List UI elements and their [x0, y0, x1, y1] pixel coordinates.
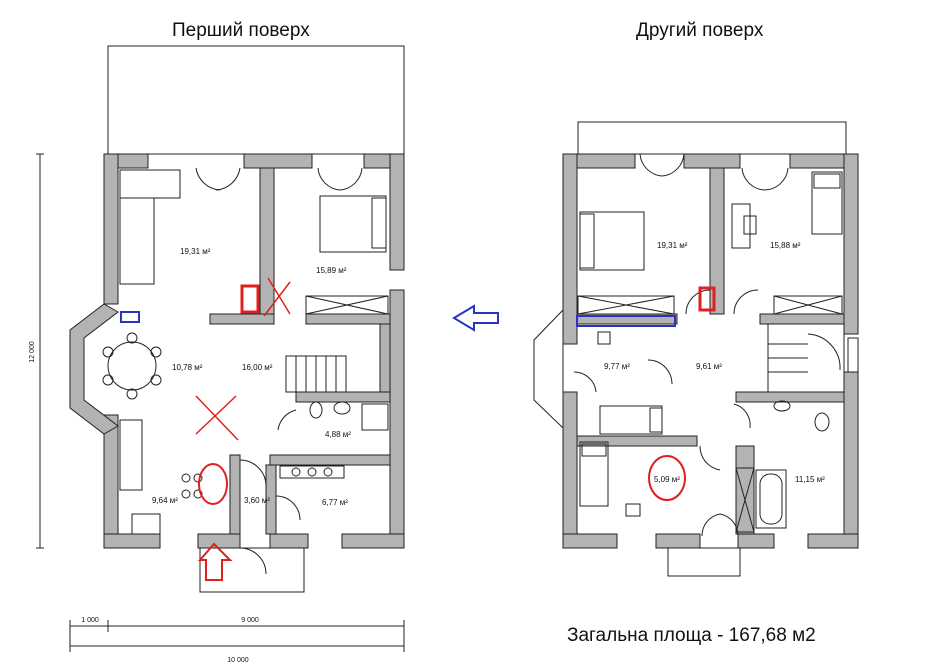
- room-area: 15,88 м²: [770, 241, 801, 250]
- room-area: 4,88 м²: [325, 430, 351, 439]
- terrace-outline: [107, 45, 405, 155]
- balcony-outline: [577, 121, 847, 155]
- room-area: 16,00 м²: [242, 363, 273, 372]
- first-floor-title: Перший поверх: [172, 20, 310, 41]
- dim-outer-width: 10 000: [227, 657, 249, 664]
- room-area: 6,77 м²: [322, 498, 348, 507]
- room-area: 19,31 м²: [180, 247, 211, 256]
- first-floor-area-labels: 19,31 м² 15,89 м² 10,78 м² 16,00 м² 4,88…: [152, 247, 351, 507]
- room-area: 11,15 м²: [795, 475, 825, 484]
- dim-height: 12 000: [29, 341, 36, 363]
- second-floor-title: Другий поверх: [636, 20, 764, 41]
- dimension-lines: [36, 153, 405, 652]
- second-floor-area-labels: 19,31 м² 15,88 м² 9,77 м² 9,61 м² 5,09 м…: [604, 241, 825, 484]
- first-floor-furniture: [102, 167, 389, 593]
- room-area: 9,77 м²: [604, 362, 630, 371]
- room-area: 5,09 м²: [654, 475, 680, 484]
- first-floor-walls: [69, 153, 405, 549]
- second-floor-furniture: [533, 153, 859, 577]
- room-area: 19,31 м²: [657, 241, 688, 250]
- room-area: 3,60 м²: [244, 496, 270, 505]
- room-area: 9,61 м²: [696, 362, 722, 371]
- room-area: 15,89 м²: [316, 266, 347, 275]
- dim-inner-width: 9 000: [241, 617, 259, 624]
- room-area: 9,64 м²: [152, 496, 178, 505]
- dim-offset: 1 000: [81, 617, 99, 624]
- room-area: 10,78 м²: [172, 363, 203, 372]
- blue-markups: [120, 304, 676, 332]
- arrow-left-icon: [452, 304, 499, 332]
- total-area-label: Загальна площа - 167,68 м2: [567, 625, 816, 646]
- red-markups: [195, 277, 716, 581]
- dimension-labels: 12 000 9 000 1 000 10 000: [29, 341, 259, 664]
- second-floor-walls: [562, 153, 859, 549]
